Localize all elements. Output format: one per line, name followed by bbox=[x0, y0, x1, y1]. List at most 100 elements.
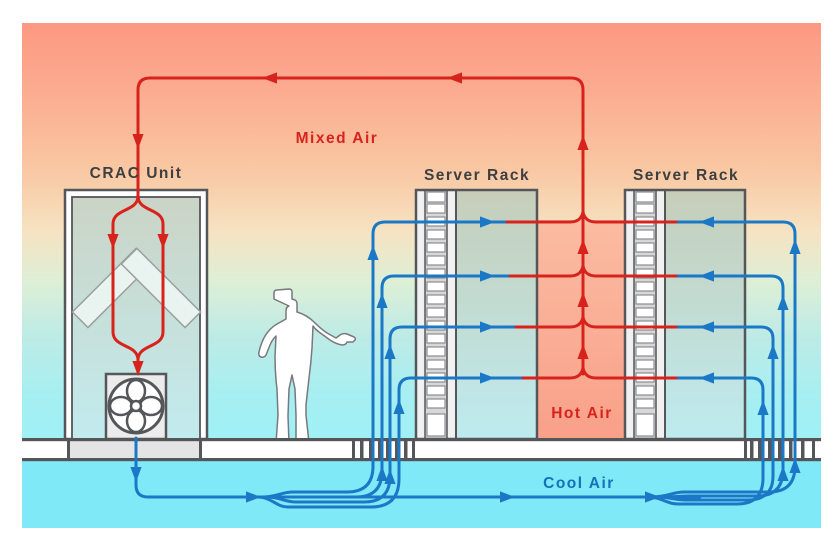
shape bbox=[812, 440, 815, 460]
flow-arrow bbox=[577, 292, 589, 307]
shape bbox=[750, 440, 754, 460]
shape bbox=[426, 307, 446, 318]
shape bbox=[426, 229, 446, 240]
floor-tile-joints bbox=[67, 440, 815, 460]
flow-arrow bbox=[789, 458, 801, 473]
shape bbox=[635, 294, 655, 305]
shape bbox=[352, 440, 355, 460]
shape bbox=[635, 242, 655, 253]
flow-arrow bbox=[777, 295, 789, 310]
flow-arrow bbox=[107, 234, 119, 249]
shape bbox=[426, 413, 446, 437]
cool-air-flow-lines bbox=[134, 220, 797, 509]
shape bbox=[635, 398, 655, 409]
shape bbox=[744, 440, 747, 460]
floor-tile-under-crac bbox=[69, 441, 199, 459]
shape bbox=[789, 440, 793, 460]
flow-arrow bbox=[157, 234, 169, 249]
shape bbox=[360, 440, 364, 460]
shape bbox=[426, 294, 446, 305]
shape bbox=[378, 440, 382, 460]
flow-arrow bbox=[480, 216, 495, 228]
shape bbox=[778, 440, 782, 460]
flow-arrow bbox=[132, 134, 144, 149]
shape bbox=[426, 281, 446, 292]
shape bbox=[635, 307, 655, 318]
crac-unit bbox=[63, 188, 209, 441]
shape bbox=[199, 440, 202, 460]
shape bbox=[426, 333, 446, 344]
flow-arrow bbox=[480, 372, 495, 384]
flow-arrow bbox=[132, 361, 144, 376]
shape bbox=[426, 268, 446, 279]
flow-arrow bbox=[246, 491, 261, 503]
flow-arrow bbox=[699, 270, 714, 282]
shape bbox=[67, 440, 70, 460]
flow-arrow bbox=[789, 239, 801, 254]
flow-arrow bbox=[645, 491, 660, 503]
flow-arrows bbox=[107, 72, 801, 503]
shape bbox=[426, 255, 446, 266]
flow-arrow bbox=[577, 344, 589, 359]
flow-arrow bbox=[500, 491, 515, 503]
flow-arrow bbox=[699, 372, 714, 384]
shape bbox=[412, 440, 415, 460]
flow-arrow bbox=[767, 344, 779, 359]
perforated-tile-left bbox=[360, 440, 408, 460]
hot-air-flow-lines bbox=[111, 76, 678, 380]
mixed-air-label: Mixed Air bbox=[296, 130, 379, 147]
flow-arrow bbox=[577, 239, 589, 254]
flow-arrow bbox=[447, 72, 462, 84]
shape bbox=[426, 346, 446, 357]
shape bbox=[426, 242, 446, 253]
flow-arrow bbox=[376, 293, 388, 308]
shape bbox=[635, 268, 655, 279]
flow-arrow bbox=[699, 216, 714, 228]
shape bbox=[635, 385, 655, 396]
shape bbox=[801, 440, 805, 460]
flow-arrow bbox=[757, 400, 769, 415]
server-rack-right bbox=[623, 188, 747, 441]
flow-arrow bbox=[130, 467, 142, 482]
flow-arrow bbox=[367, 245, 379, 260]
shape bbox=[395, 440, 399, 460]
hot-air-label: Hot Air bbox=[551, 405, 613, 422]
shape bbox=[635, 281, 655, 292]
shape bbox=[635, 229, 655, 240]
shape bbox=[635, 359, 655, 370]
fan-icon bbox=[104, 372, 168, 441]
shape bbox=[426, 398, 446, 409]
shape bbox=[635, 191, 655, 203]
flow-arrow bbox=[577, 135, 589, 150]
flow-arrow bbox=[480, 270, 495, 282]
shape bbox=[426, 359, 446, 370]
shape bbox=[426, 203, 446, 214]
shape bbox=[386, 440, 390, 460]
shape bbox=[768, 440, 772, 460]
flow-arrow bbox=[480, 321, 495, 333]
flow-arrow bbox=[262, 72, 277, 84]
perforated-tile-right bbox=[750, 440, 805, 460]
server-rack-right-label: Server Rack bbox=[633, 167, 739, 184]
crac-unit-label: CRAC Unit bbox=[90, 165, 183, 182]
flow-arrow bbox=[777, 466, 789, 481]
shape bbox=[635, 203, 655, 214]
shape bbox=[635, 346, 655, 357]
raised-floor bbox=[22, 438, 821, 462]
server-rack-left-label: Server Rack bbox=[424, 167, 530, 184]
flow-arrow bbox=[384, 344, 396, 359]
shape bbox=[426, 385, 446, 396]
server-rack-left bbox=[414, 188, 539, 441]
shape bbox=[369, 440, 373, 460]
shape bbox=[426, 191, 446, 203]
shape bbox=[758, 440, 762, 460]
shape bbox=[635, 255, 655, 266]
flow-arrow bbox=[376, 466, 388, 481]
flow-arrow bbox=[699, 321, 714, 333]
shape bbox=[404, 440, 408, 460]
shape bbox=[635, 413, 655, 437]
shape bbox=[635, 333, 655, 344]
flow-arrow bbox=[384, 469, 396, 484]
